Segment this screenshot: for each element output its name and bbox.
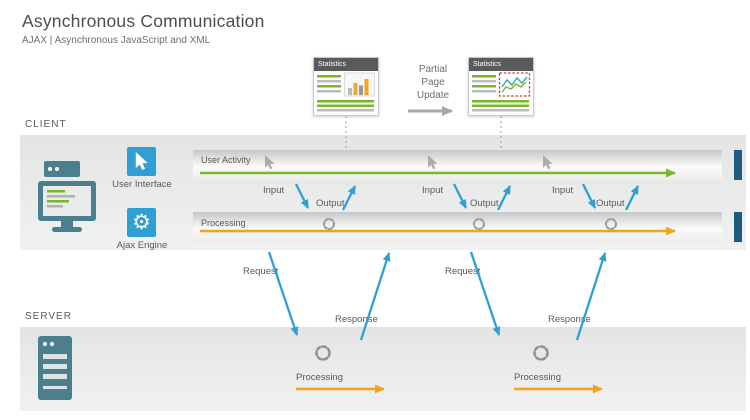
gear-icon: ⚙ (132, 211, 151, 234)
partial-page-update-label: Partial Page Update (416, 64, 450, 101)
request-arrow-2 (469, 251, 501, 336)
user-activity-track (193, 150, 722, 180)
stats-window-1: Statistics (313, 57, 379, 116)
server-icon (38, 336, 72, 400)
output-label-3: Output (596, 198, 625, 209)
spinner-icon (604, 217, 618, 231)
cursor-icon (543, 155, 553, 170)
user-activity-label: User Activity (201, 155, 251, 165)
stats-window-2: Statistics (468, 57, 534, 116)
line-chart-thumbnail (472, 72, 531, 112)
response-label-1: Response (335, 314, 378, 325)
processing-track-endcap (734, 212, 742, 242)
ajax-engine-label: Ajax Engine (116, 240, 168, 251)
server-band (20, 327, 746, 411)
server-processing-label-2: Processing (514, 372, 561, 383)
stats-window-2-titlebar: Statistics (469, 58, 533, 71)
spinner-icon (322, 217, 336, 231)
processing-track (193, 212, 722, 242)
cursor-icon (265, 155, 275, 170)
stats-window-2-body (469, 71, 533, 115)
cursor-icon (135, 152, 148, 170)
input-label-3: Input (552, 185, 574, 196)
spinner-icon (533, 345, 549, 361)
spinner-icon (472, 217, 486, 231)
client-section-label: CLIENT (25, 119, 67, 130)
stats-window-1-titlebar: Statistics (314, 58, 378, 71)
updated-region-outline (498, 72, 531, 97)
output-label-1: Output (316, 198, 345, 209)
server-section-label: SERVER (25, 311, 72, 322)
page-title: Asynchronous Communication (22, 11, 265, 31)
processing-track-label: Processing (201, 218, 246, 228)
computer-icon (38, 161, 96, 232)
request-label-2: Request (445, 266, 481, 277)
ajax-engine-icon: ⚙ (127, 208, 156, 237)
cursor-icon (428, 155, 438, 170)
request-label-1: Request (243, 266, 279, 277)
bar-chart-thumbnail (317, 72, 375, 112)
server-processing-label-1: Processing (296, 372, 343, 383)
request-arrow-1 (267, 251, 299, 336)
page-subtitle: AJAX | Asynchronous JavaScript and XML (22, 35, 211, 46)
output-label-2: Output (470, 198, 499, 209)
user-interface-icon (127, 147, 156, 176)
response-label-2: Response (548, 314, 591, 325)
user-interface-label: User Interface (112, 179, 172, 190)
spinner-icon (315, 345, 331, 361)
input-label-1: Input (263, 185, 285, 196)
input-label-2: Input (422, 185, 444, 196)
stats-window-1-body (314, 71, 378, 115)
user-activity-track-endcap (734, 150, 742, 180)
